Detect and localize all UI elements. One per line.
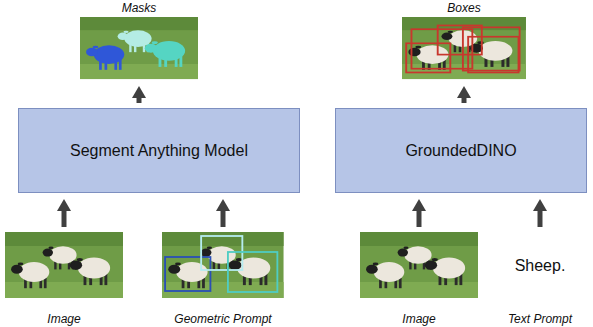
sheep-flock (5, 232, 123, 298)
image-caption: Boxes (447, 1, 480, 15)
prompt-text: Sheep. (515, 256, 566, 275)
flow-arrow (137, 97, 142, 103)
sheep-flock (162, 232, 284, 298)
input-image: Image (360, 232, 478, 326)
detection-box (463, 27, 520, 70)
output-image: Boxes (402, 1, 526, 80)
text-prompt: Sheep. Text Prompt (495, 232, 585, 326)
image-caption: Geometric Prompt (174, 312, 271, 326)
prompt-box (228, 252, 277, 292)
image-caption: Image (47, 312, 80, 326)
sheep-flock (360, 232, 478, 298)
flow-arrow (538, 210, 543, 227)
geometric-prompt-image (162, 232, 284, 298)
input-image (5, 232, 123, 298)
model-box: GroundedDINO (335, 108, 587, 193)
image-caption: Masks (122, 1, 157, 15)
input-image: Image (5, 232, 123, 326)
image-caption: Text Prompt (508, 312, 572, 326)
model-name: Segment Anything Model (70, 141, 248, 160)
grass-field (80, 17, 198, 79)
flow-arrow (417, 210, 422, 227)
sheep-mask (86, 45, 124, 70)
detection-box (468, 37, 518, 73)
sheep-mask (145, 41, 185, 67)
sheep-flock (402, 17, 526, 79)
flow-arrow (62, 210, 67, 227)
prompt-box (201, 236, 242, 270)
model-name: GroundedDINO (405, 141, 516, 160)
box-image (402, 17, 526, 79)
flow-arrow (462, 97, 467, 103)
flow-arrow (221, 210, 226, 227)
prompt-boxes (165, 236, 277, 292)
output-image: Masks (80, 1, 198, 80)
input-image (360, 232, 478, 298)
image-caption: Image (402, 312, 435, 326)
model-box: Segment Anything Model (18, 108, 300, 193)
mask-image (80, 17, 198, 79)
prompt-box (165, 257, 210, 291)
input-image: Geometric Prompt (162, 232, 284, 326)
detection-boxes (406, 25, 519, 72)
